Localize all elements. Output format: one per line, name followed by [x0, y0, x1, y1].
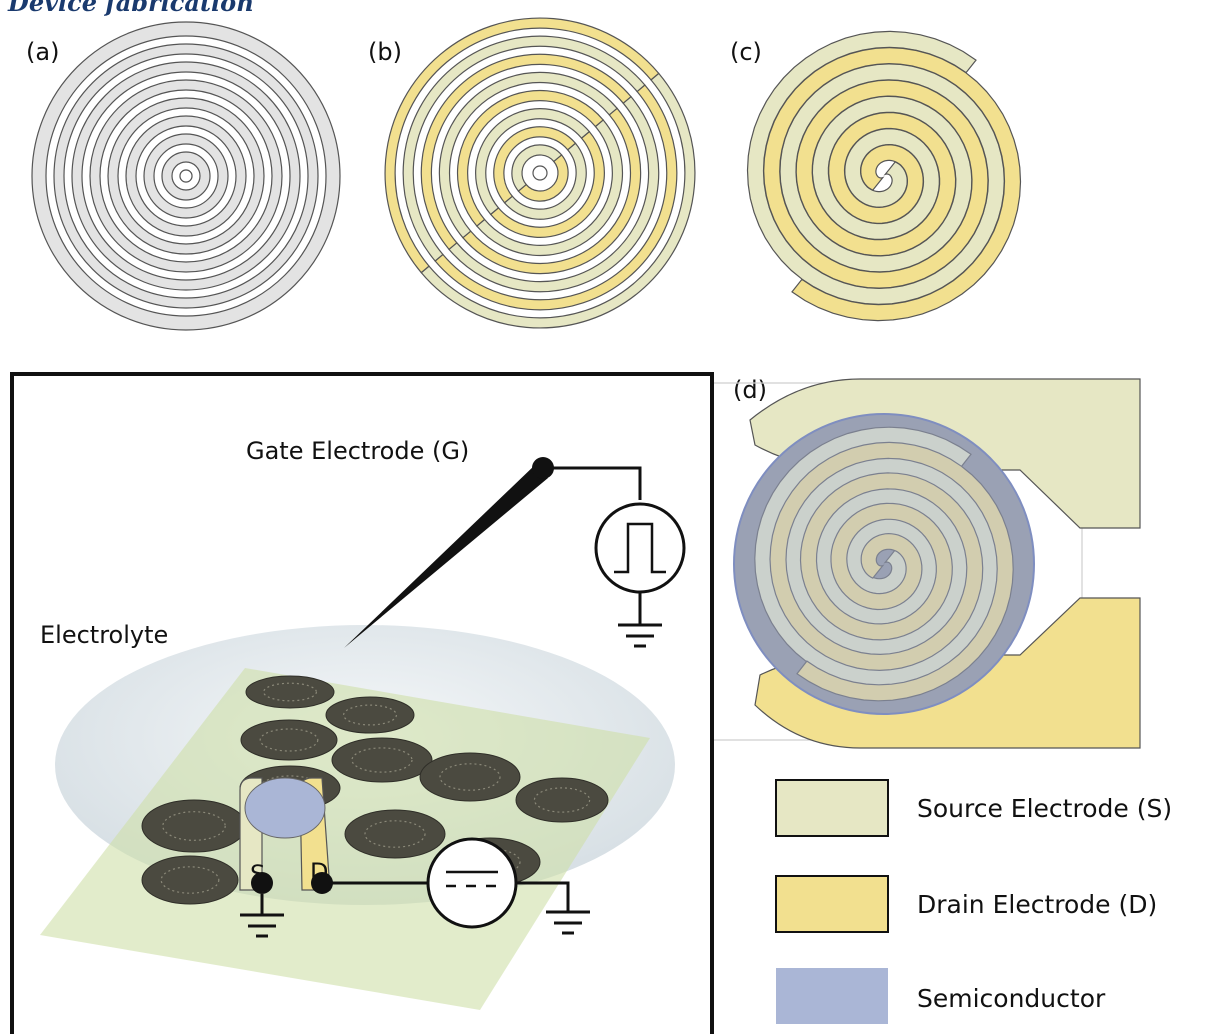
ring-half	[420, 53, 632, 251]
ground-icon	[240, 913, 284, 938]
ring-half	[402, 35, 646, 262]
pulse-source-icon	[594, 502, 686, 594]
ring-half	[511, 144, 563, 192]
ring-half	[384, 17, 660, 274]
terminal-dot-icon	[251, 872, 273, 894]
spiral-arm	[763, 46, 1022, 322]
panel-label-b: (b)	[368, 38, 402, 66]
spiral-arm	[769, 441, 1014, 702]
ring-half	[475, 108, 591, 216]
split-ring-electrode-b	[384, 17, 696, 329]
panel-label-c: (c)	[730, 38, 762, 66]
legend: Source Electrode (S) Drain Electrode (D)…	[775, 779, 1172, 1024]
device-spot	[419, 752, 521, 802]
legend-label-source: Source Electrode (S)	[917, 794, 1172, 823]
device-spot	[325, 696, 415, 734]
electrolyte-label: Electrolyte	[40, 621, 168, 649]
spiral-electrode-c	[746, 30, 1022, 322]
ring-half	[456, 89, 605, 227]
device-spot	[344, 809, 446, 859]
gate-electrode-label: Gate Electrode (G)	[246, 437, 469, 465]
panel-label-a: (a)	[26, 38, 59, 66]
legend-swatch-drain	[775, 875, 889, 933]
device-spot	[240, 719, 338, 761]
device-spot	[141, 855, 239, 905]
ground-icon	[618, 623, 662, 648]
device-spot	[245, 675, 335, 709]
device-spot	[141, 799, 247, 853]
legend-swatch-source	[775, 779, 889, 837]
ring-half	[438, 71, 618, 239]
panel-label-d: (d)	[733, 376, 767, 404]
legend-label-drain: Drain Electrode (D)	[917, 890, 1157, 919]
ring-half	[493, 126, 577, 204]
chip-substrate	[40, 668, 650, 1010]
figure-heading: Device fabrication	[8, 0, 254, 17]
device-array	[141, 675, 609, 905]
concentric-ring-electrode-a	[31, 21, 341, 331]
legend-swatch-semiconductor	[776, 968, 888, 1024]
schematic-frame	[10, 372, 714, 1034]
legend-label-semiconductor: Semiconductor	[917, 984, 1106, 1013]
ground-icon	[546, 910, 590, 935]
gate-needle	[344, 464, 548, 648]
device-spot	[515, 777, 609, 823]
device-spot	[331, 737, 433, 783]
dc-source-icon	[426, 837, 518, 929]
assembled-device-d	[712, 378, 1141, 749]
